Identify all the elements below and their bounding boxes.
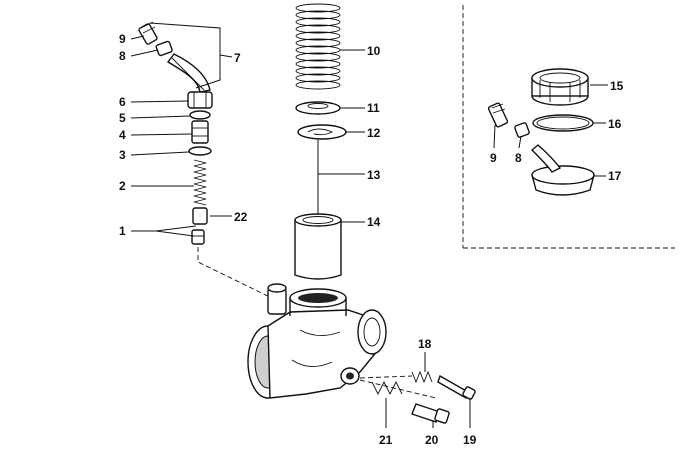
part-9-screw [138,21,158,45]
part-8b-nut [514,122,530,138]
callout-17: 17 [608,169,622,183]
callout-9: 9 [119,32,126,46]
part-11-retainer [295,101,341,115]
callout-21: 21 [379,433,393,447]
callout-15: 15 [610,79,624,93]
assembly-line-lower [359,375,437,399]
callout-2: 2 [119,179,126,193]
carburetor-body [247,283,387,399]
part-2-spring [193,159,207,206]
part-21-spring [371,380,403,396]
right-group-border [462,5,675,249]
callout-18: 18 [418,337,432,351]
callout-5: 5 [119,111,126,125]
part-14-throttle-slide [294,213,342,280]
callout-6: 6 [119,95,126,109]
part-3-washer [188,146,212,156]
callout-9b: 9 [490,151,497,165]
part-17-cover [530,144,595,196]
leader-lines [130,22,608,428]
part-19-idle-screw [437,374,476,400]
part-15-cap-ring [531,68,589,106]
callout-22: 22 [234,210,248,224]
callout-12: 12 [367,126,381,140]
part-10-spring [295,3,341,90]
callout-4: 4 [119,128,126,142]
callout-19: 19 [463,433,477,447]
callout-10: 10 [367,44,381,58]
part-4-fitting [191,120,209,144]
callout-8b: 8 [515,151,522,165]
part-20-mixture-screw [411,403,450,424]
callout-13: 13 [367,168,381,182]
callout-20: 20 [425,433,439,447]
callout-1: 1 [119,224,126,238]
callout-7: 7 [234,51,241,65]
callout-3: 3 [119,148,126,162]
assembly-line-left [197,247,277,301]
part-22-sleeve [192,207,208,225]
part-7-bent-pipe [166,53,211,93]
part-12-clip-plate [297,124,347,140]
part-16-seal-ring [532,114,594,132]
part-1-plunger [191,229,205,245]
callout-8: 8 [119,49,126,63]
part-18-spring [411,370,433,384]
part-5-washer [189,110,211,120]
callout-14: 14 [367,215,381,229]
callout-16: 16 [608,117,622,131]
callout-11: 11 [367,101,380,115]
part-6-union-nut [187,91,213,109]
part-9b-screw [487,102,509,128]
callout-labels: 9 8 7 6 5 4 3 2 22 1 10 11 12 13 14 15 1… [119,32,624,447]
part-8-nut [155,40,173,57]
